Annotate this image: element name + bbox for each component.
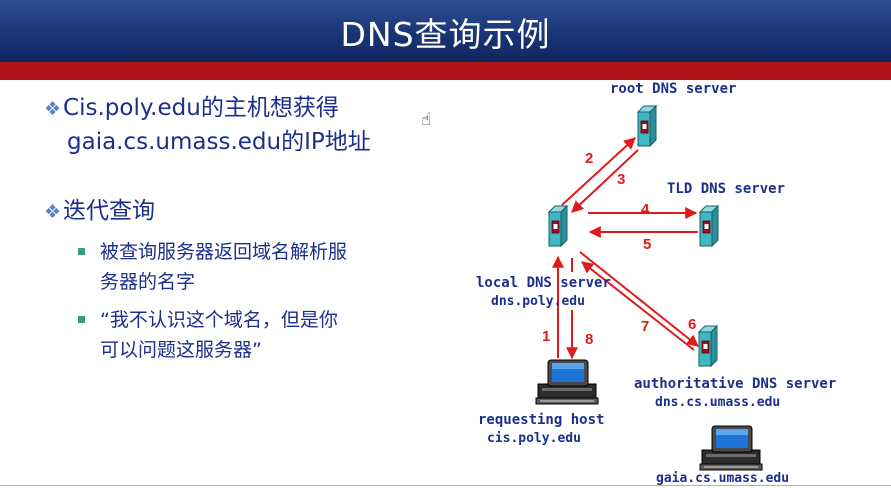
root-server-icon: [637, 105, 657, 147]
arrow-7: [581, 261, 695, 351]
bullet-2: ❖迭代查询: [44, 195, 424, 229]
local-server-label: local DNS server: [476, 275, 611, 291]
step-5: 5: [643, 236, 651, 253]
target-host-hostname: gaia.cs.umass.edu: [656, 471, 789, 486]
sub-bullet-2-line-2: 可以问题这服务器”: [100, 339, 262, 361]
tld-server-label: TLD DNS server: [667, 181, 785, 197]
title-bar: [0, 0, 891, 62]
sub-bullet-2: “我不认识这个域名，但是你 可以问题这服务器”: [44, 305, 424, 365]
target-host-computer-icon: [699, 425, 763, 471]
step-6: 6: [688, 316, 696, 333]
bullet-1-line-2: gaia.cs.umass.edu的IP地址: [67, 129, 371, 155]
authoritative-server-label: authoritative DNS server: [634, 376, 836, 392]
step-2: 2: [585, 150, 593, 167]
sub-bullet-1-line-2: 务器的名字: [100, 271, 196, 293]
hand-cursor-icon: ☝: [421, 110, 432, 130]
sub-bullet-2-line-1: “我不认识这个域名，但是你: [100, 309, 338, 331]
local-server-hostname: dns.poly.edu: [491, 294, 585, 309]
tld-server-icon: [699, 205, 719, 247]
local-server-icon: [548, 205, 568, 247]
authoritative-server-hostname: dns.cs.umass.edu: [655, 395, 780, 410]
step-1: 1: [542, 328, 550, 345]
step-7: 7: [641, 318, 649, 335]
diamond-bullet-icon: ❖: [44, 201, 62, 223]
query-arrows: [552, 137, 699, 360]
bullet-1-line-1: Cis.poly.edu的主机想获得: [63, 95, 339, 121]
bullet-list: ❖Cis.poly.edu的主机想获得 gaia.cs.umass.edu的IP…: [44, 92, 424, 365]
requesting-host-label: requesting host: [478, 412, 604, 428]
requesting-host-computer-icon: [535, 359, 599, 405]
arrow-2: [561, 137, 636, 206]
step-4: 4: [641, 201, 650, 218]
bullet-1: ❖Cis.poly.edu的主机想获得 gaia.cs.umass.edu的IP…: [44, 92, 424, 159]
bullet-2-text: 迭代查询: [63, 198, 156, 224]
diamond-bullet-icon: ❖: [44, 98, 62, 120]
arrow-3: [571, 149, 639, 213]
step-3: 3: [617, 171, 625, 188]
bottom-divider: [0, 485, 891, 486]
sub-bullet-1: 被查询服务器返回域名解析服 务器的名字: [44, 237, 424, 297]
arrow-6: [579, 251, 699, 347]
root-server-label: root DNS server: [610, 81, 736, 97]
accent-bar: [0, 62, 891, 80]
sub-bullet-1-line-1: 被查询服务器返回域名解析服: [100, 241, 348, 263]
square-bullet-icon: [78, 316, 85, 323]
authoritative-server-icon: [698, 325, 718, 367]
slide-title: DNS查询示例: [340, 15, 551, 54]
requesting-host-hostname: cis.poly.edu: [487, 431, 581, 446]
step-8: 8: [585, 331, 593, 348]
square-bullet-icon: [78, 248, 85, 255]
